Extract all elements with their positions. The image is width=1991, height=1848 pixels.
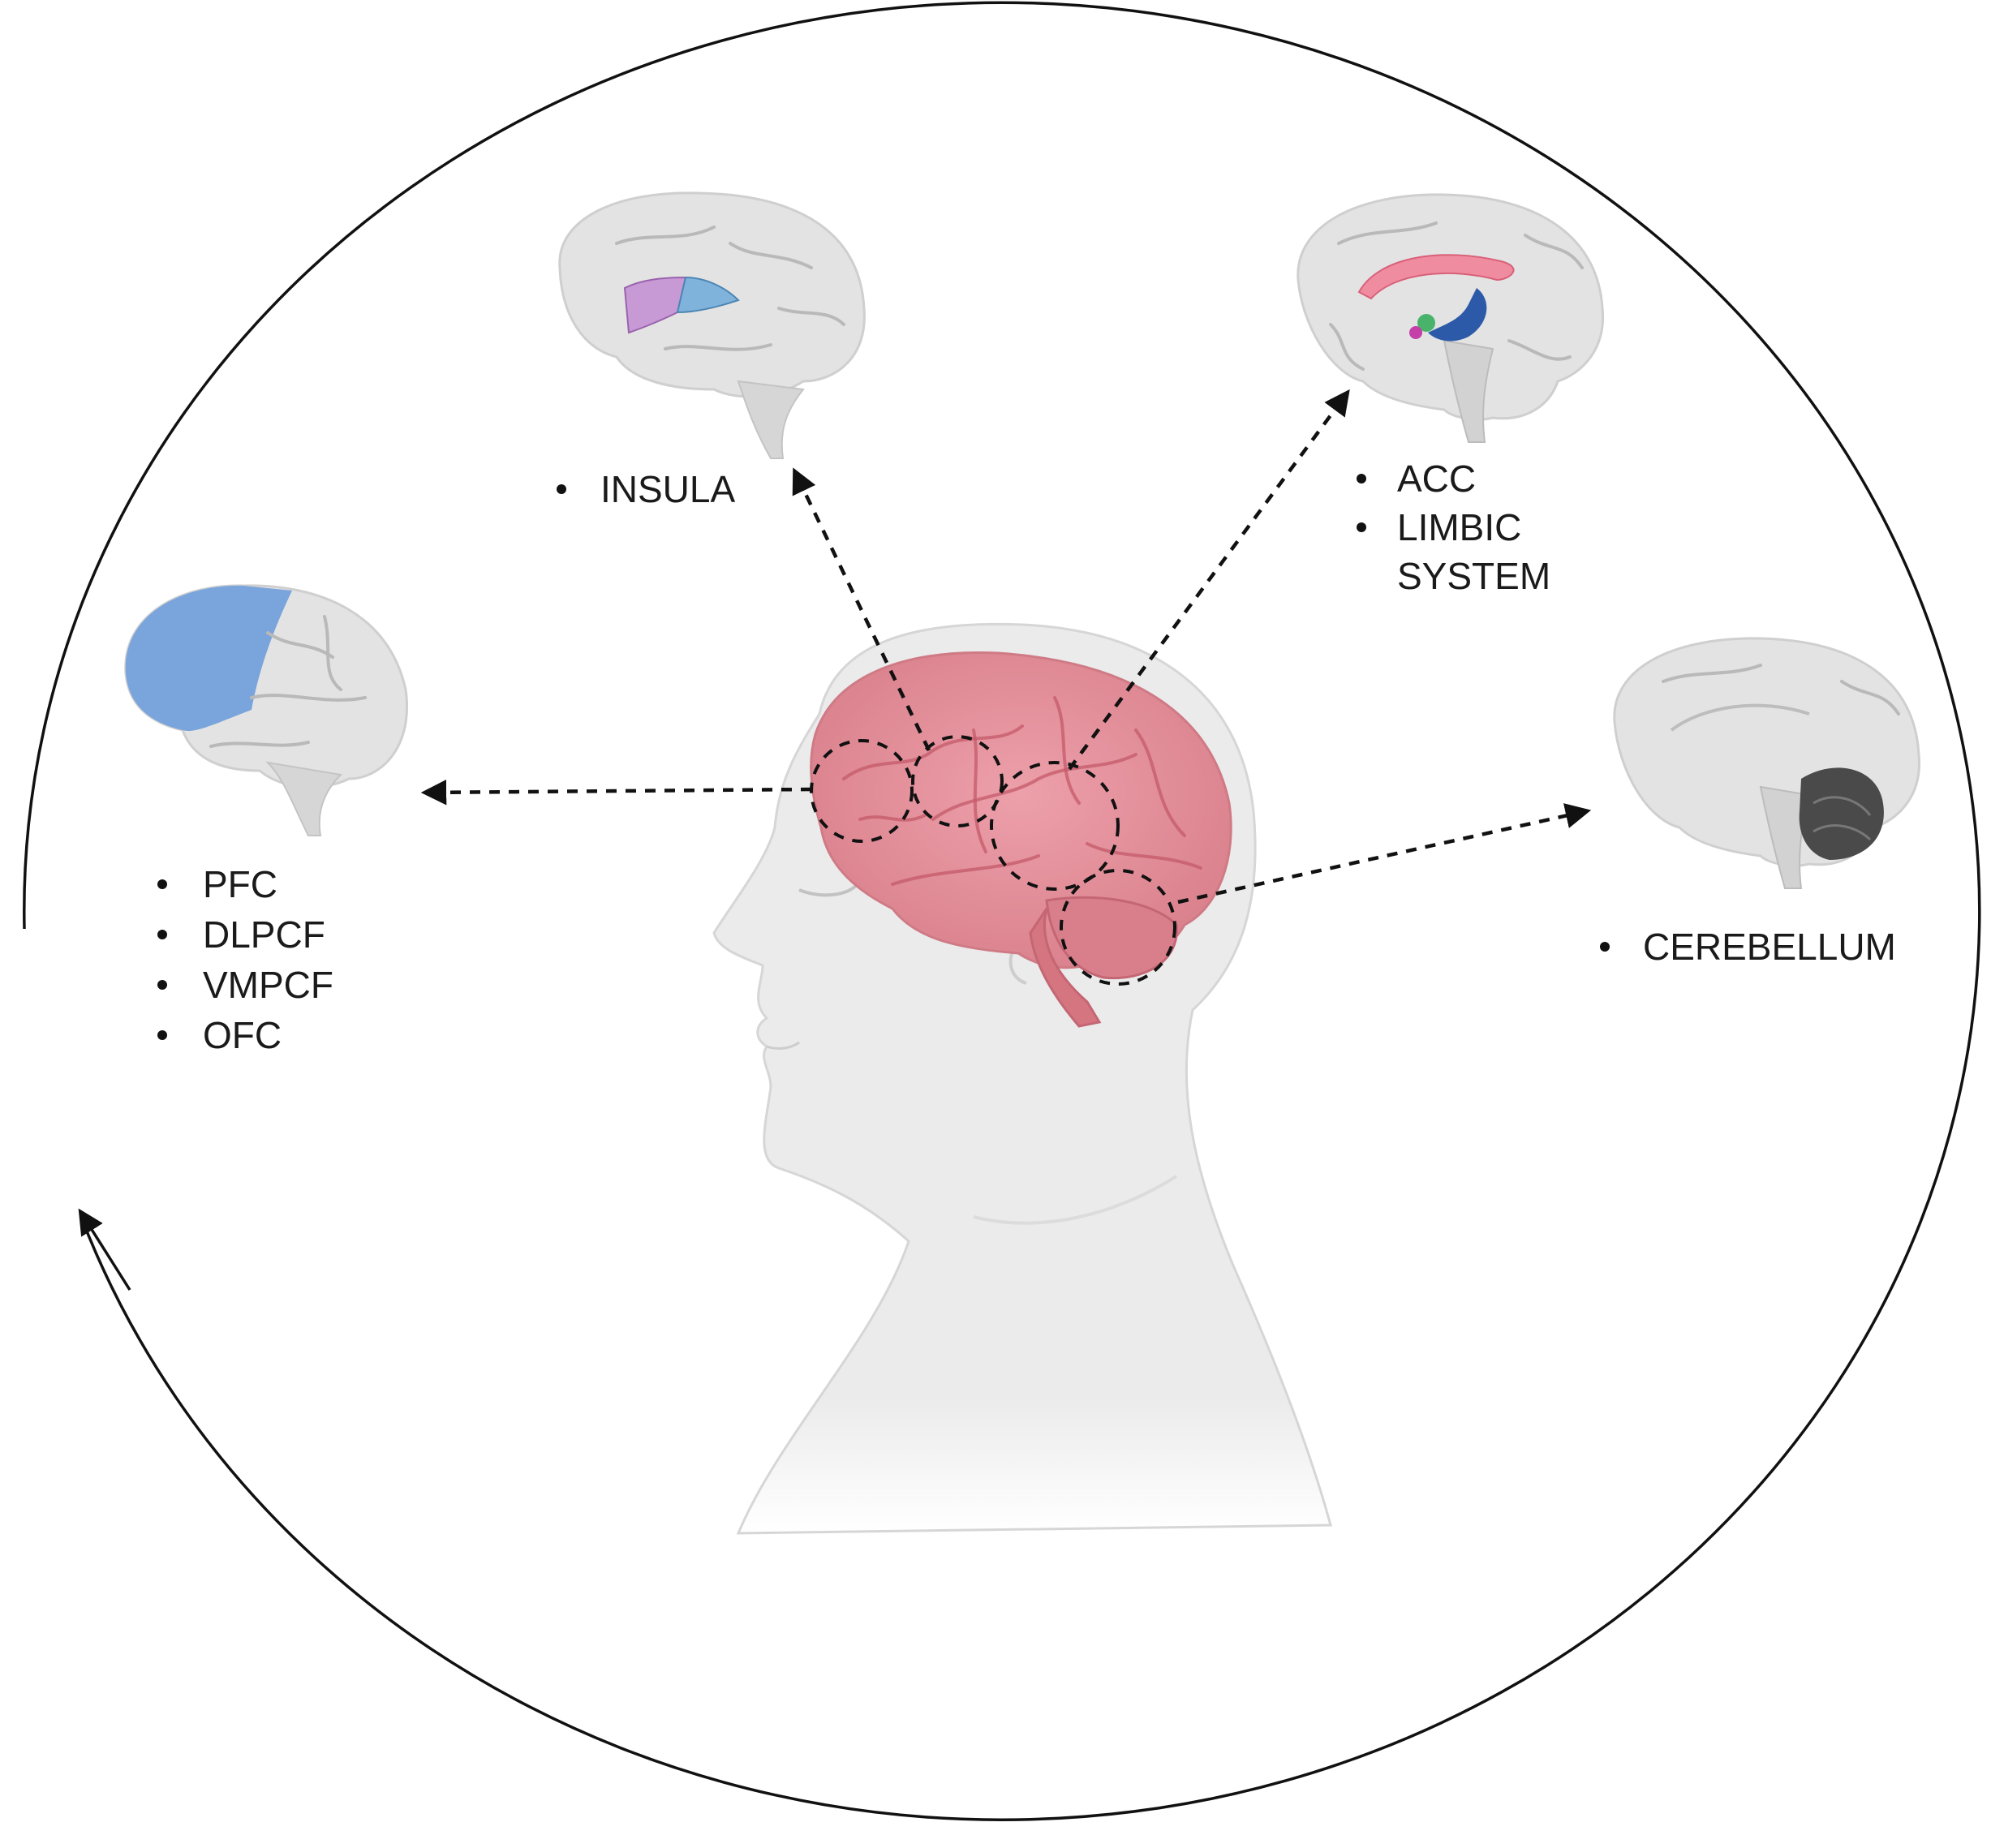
label-acc: ACC — [1397, 458, 1476, 500]
label-cerebellum: CEREBELLUM — [1643, 926, 1896, 968]
prefrontal-brain-icon — [124, 584, 408, 836]
acc-brain-icon — [1297, 193, 1605, 443]
bullet-icon — [557, 484, 566, 494]
bullet-icon — [1357, 474, 1366, 483]
label-system: SYSTEM — [1397, 555, 1550, 597]
label-cerebellum-group: CEREBELLUM — [1600, 926, 1896, 968]
cycle-circle — [23, 1, 1981, 1821]
bullet-icon — [1357, 522, 1366, 532]
arrow-to-prefrontal — [420, 780, 812, 806]
arrow-to-insula — [792, 467, 931, 751]
cerebellum-brain-icon — [1613, 637, 1921, 889]
region-markers — [810, 735, 1176, 986]
bullet-icon — [157, 930, 167, 939]
label-acc-group: ACC LIMBIC SYSTEM — [1357, 458, 1550, 597]
label-insula-group: INSULA — [557, 468, 735, 510]
arrows — [420, 389, 1592, 905]
label-prefrontal: PFC DLPCF VMPCF OFC — [157, 863, 333, 1056]
label-pfc: PFC — [203, 863, 277, 905]
bullet-icon — [157, 1030, 167, 1040]
bullet-icon — [1600, 942, 1610, 952]
marker-cerebellum — [1060, 869, 1176, 986]
label-insula: INSULA — [600, 468, 735, 510]
marker-insula — [911, 735, 1004, 827]
insula-brain-icon — [558, 191, 866, 459]
label-vmpcf: VMPCF — [203, 964, 333, 1006]
label-ofc: OFC — [203, 1014, 282, 1056]
label-dlpcf: DLPCF — [203, 913, 325, 956]
central-brain — [810, 651, 1232, 1028]
bullet-icon — [157, 879, 167, 889]
bullet-icon — [157, 980, 167, 990]
label-limbic: LIMBIC — [1397, 506, 1521, 548]
marker-acc — [990, 761, 1120, 891]
